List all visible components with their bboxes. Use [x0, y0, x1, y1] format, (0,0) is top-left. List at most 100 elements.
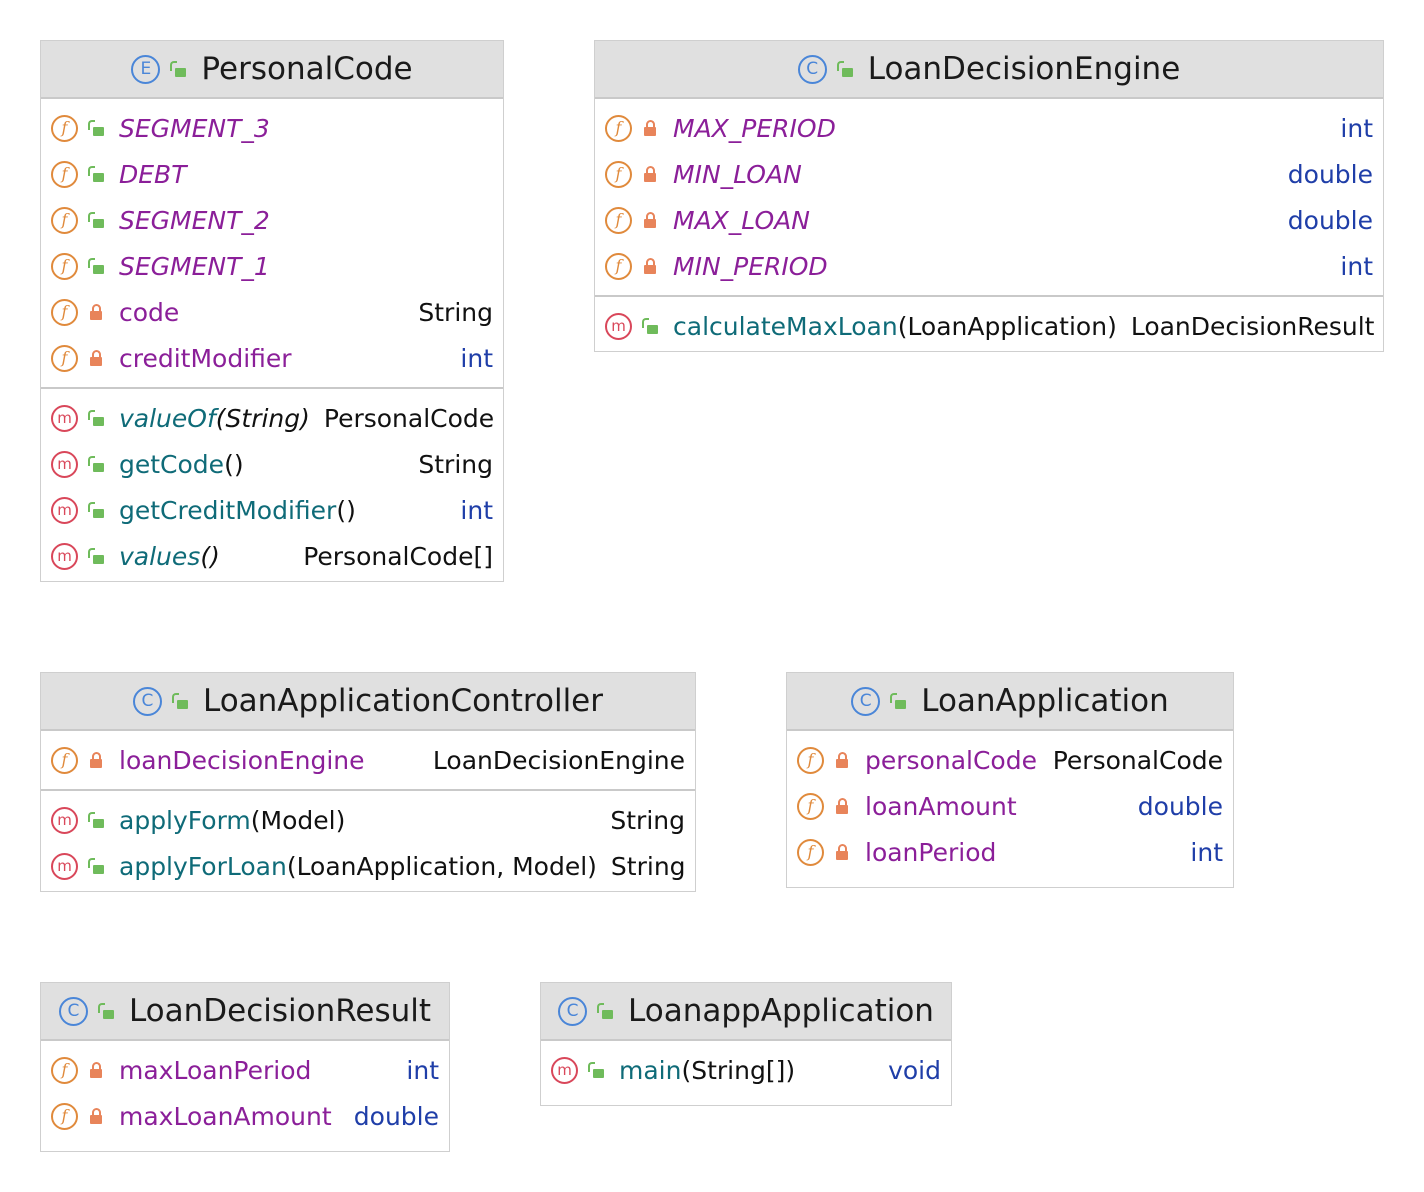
return-type: void	[888, 1055, 941, 1085]
public-lock-icon	[87, 119, 105, 137]
method-icon: m	[51, 496, 78, 524]
method-icon: m	[51, 542, 78, 570]
private-lock-icon	[87, 349, 105, 367]
field-icon: f	[51, 1056, 78, 1084]
public-lock-icon	[87, 455, 105, 473]
method-params: ()	[336, 495, 356, 525]
public-lock-icon	[641, 317, 659, 335]
private-lock-icon	[641, 257, 659, 275]
private-lock-icon	[641, 165, 659, 183]
public-lock-icon	[87, 211, 105, 229]
field-name: loanAmount	[865, 791, 1017, 821]
return-type: int	[460, 495, 493, 525]
enum-icon: E	[131, 54, 161, 84]
field-icon: f	[605, 252, 632, 280]
method-icon: m	[51, 450, 78, 478]
field-name: code	[119, 297, 180, 327]
field-type: double	[1287, 205, 1373, 235]
method-row[interactable]: m getCreditModifier() int	[51, 487, 493, 533]
field-type: LoanDecisionEngine	[432, 745, 685, 775]
public-lock-icon	[171, 692, 189, 710]
method-icon: m	[51, 806, 78, 834]
return-type: String	[418, 449, 493, 479]
method-name: applyForm	[119, 805, 251, 835]
field-icon: f	[51, 298, 78, 326]
field-type: double	[353, 1101, 439, 1131]
private-lock-icon	[833, 797, 851, 815]
method-icon: m	[51, 852, 78, 880]
method-params: ()	[200, 541, 220, 571]
field-type: int	[406, 1055, 439, 1085]
method-name: applyForLoan	[119, 851, 287, 881]
method-name: getCreditModifier	[119, 495, 337, 525]
field-name: SEGMENT_2	[119, 205, 270, 235]
class-name: LoanDecisionResult	[128, 993, 432, 1029]
public-lock-icon	[87, 547, 105, 565]
class-icon: C	[132, 686, 162, 716]
field-icon: f	[605, 114, 632, 142]
field-row[interactable]: f loanAmount double	[797, 783, 1223, 829]
method-name: values	[119, 541, 201, 571]
field-icon: f	[51, 746, 78, 774]
method-row[interactable]: m values() PersonalCode[]	[51, 533, 493, 579]
method-name: getCode	[119, 449, 225, 479]
field-icon: f	[797, 746, 824, 774]
field-name: MIN_LOAN	[673, 159, 802, 189]
private-lock-icon	[833, 751, 851, 769]
private-lock-icon	[87, 1107, 105, 1125]
field-name: SEGMENT_1	[119, 251, 270, 281]
class-icon: C	[851, 686, 881, 716]
public-lock-icon	[87, 409, 105, 427]
field-type: int	[1340, 251, 1373, 281]
public-lock-icon	[87, 501, 105, 519]
field-icon: f	[51, 160, 78, 188]
private-lock-icon	[87, 1061, 105, 1079]
public-lock-icon	[87, 811, 105, 829]
field-type: double	[1137, 791, 1223, 821]
private-lock-icon	[87, 303, 105, 321]
public-lock-icon	[169, 60, 187, 78]
class-icon: C	[797, 54, 827, 84]
field-icon: f	[797, 792, 824, 820]
return-type: PersonalCode[]	[303, 541, 493, 571]
public-lock-icon	[97, 1002, 115, 1020]
field-icon: f	[51, 1102, 78, 1130]
public-lock-icon	[596, 1002, 614, 1020]
